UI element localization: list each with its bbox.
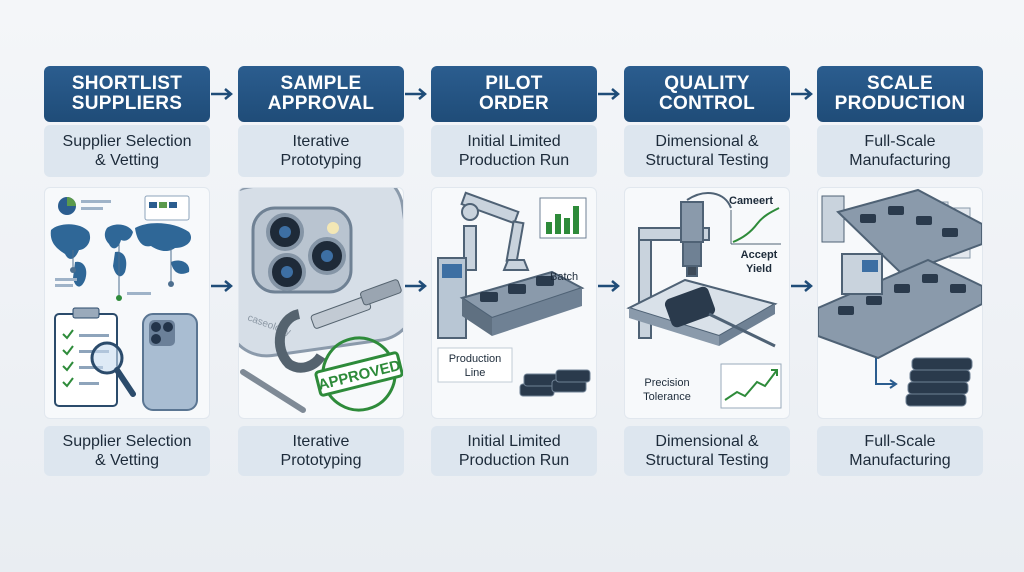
step-sample-approval: SAMPLE APPROVAL Iterative Prototyping bbox=[238, 66, 404, 476]
step-title-line1: SAMPLE bbox=[280, 73, 362, 94]
step-caption: Iterative Prototyping bbox=[238, 426, 404, 476]
step-caption-line1: Iterative bbox=[292, 433, 350, 450]
step-caption-line2: Manufacturing bbox=[849, 452, 951, 469]
step-subtitle-line1: Dimensional & bbox=[655, 133, 759, 150]
step-title-line1: QUALITY bbox=[664, 73, 750, 94]
step-subtitle-line2: & Vetting bbox=[94, 152, 160, 169]
step-caption: Full-Scale Manufacturing bbox=[817, 426, 983, 476]
conveyor-icon bbox=[459, 270, 585, 336]
arrow-right-icon bbox=[598, 280, 620, 292]
step-subtitle: Supplier Selection & Vetting bbox=[44, 125, 210, 177]
step-caption-line1: Initial Limited bbox=[467, 433, 561, 450]
arrow-right-icon bbox=[211, 88, 233, 100]
step-subtitle: Initial Limited Production Run bbox=[431, 125, 597, 177]
accept-label-1: Accept bbox=[741, 249, 778, 261]
step-title: PILOT ORDER bbox=[431, 66, 597, 122]
step-caption-line2: Prototyping bbox=[280, 452, 362, 469]
step-title-line2: CONTROL bbox=[658, 93, 756, 114]
step-quality-control: QUALITY CONTROL Dimensional & Structural… bbox=[624, 66, 790, 476]
arrow-right-icon bbox=[791, 88, 813, 100]
step-title: SCALE PRODUCTION bbox=[817, 66, 983, 122]
step-subtitle: Iterative Prototyping bbox=[238, 125, 404, 177]
step-caption-line1: Dimensional & bbox=[655, 433, 759, 450]
step-title-line2: PRODUCTION bbox=[834, 93, 966, 114]
chart-label: Cameert bbox=[729, 195, 773, 207]
step-caption: Initial Limited Production Run bbox=[431, 426, 597, 476]
production-line-label-1: Production bbox=[449, 353, 502, 365]
step-shortlist-suppliers: SHORTLIST SUPPLIERS Supplier Selection &… bbox=[44, 66, 210, 476]
phone-case-closeup-icon bbox=[239, 188, 403, 358]
production-line-label-2: Line bbox=[465, 367, 486, 379]
step-title: SAMPLE APPROVAL bbox=[238, 66, 404, 122]
phone-case-icon bbox=[142, 313, 198, 411]
test-stage-icon bbox=[626, 278, 778, 348]
bar-chart-icon bbox=[539, 197, 587, 239]
step-title-line2: ORDER bbox=[478, 93, 550, 114]
phone-stack-icon bbox=[905, 357, 973, 407]
step-subtitle-line1: Initial Limited bbox=[467, 133, 561, 150]
step-title-line1: PILOT bbox=[485, 73, 543, 94]
step-subtitle-line1: Full-Scale bbox=[864, 133, 936, 150]
step-caption: Dimensional & Structural Testing bbox=[624, 426, 790, 476]
step-title-line2: SUPPLIERS bbox=[71, 93, 183, 114]
tolerance-label-1: Precision bbox=[644, 377, 689, 389]
step-pilot-order: PILOT ORDER Initial Limited Production R… bbox=[431, 66, 597, 476]
accept-label-2: Yield bbox=[746, 263, 772, 275]
step-caption-line2: Structural Testing bbox=[645, 452, 769, 469]
arrow-right-icon bbox=[211, 280, 233, 292]
arrow-right-icon bbox=[405, 88, 427, 100]
step-title-line1: SCALE bbox=[867, 73, 933, 94]
arrow-right-icon bbox=[791, 280, 813, 292]
clipboard-checklist-icon bbox=[54, 307, 118, 407]
micrometer-icon bbox=[275, 279, 402, 373]
robot-arm-icon bbox=[460, 191, 530, 271]
magnifier-icon bbox=[90, 341, 136, 397]
illustration-prototyping: caseology APPROVED bbox=[238, 187, 404, 419]
world-map-icon bbox=[50, 223, 192, 287]
step-caption-line1: Full-Scale bbox=[864, 433, 936, 450]
step-caption-line1: Supplier Selection bbox=[62, 433, 192, 450]
step-subtitle: Full-Scale Manufacturing bbox=[817, 125, 983, 177]
step-subtitle-line2: Manufacturing bbox=[849, 152, 951, 169]
step-subtitle-line2: Production Run bbox=[458, 152, 570, 169]
step-subtitle-line2: Structural Testing bbox=[645, 152, 769, 169]
step-caption-line2: & Vetting bbox=[94, 452, 160, 469]
phone-stack-icon bbox=[519, 369, 591, 397]
factory-line-icon bbox=[818, 188, 982, 360]
step-subtitle: Dimensional & Structural Testing bbox=[624, 125, 790, 177]
tolerance-label-2: Tolerance bbox=[643, 391, 691, 403]
step-caption: Supplier Selection & Vetting bbox=[44, 426, 210, 476]
step-title-line1: SHORTLIST bbox=[71, 73, 183, 94]
trend-chart-icon bbox=[720, 363, 782, 409]
step-title: QUALITY CONTROL bbox=[624, 66, 790, 122]
illustration-pilot-run: Batch Production Line bbox=[431, 187, 597, 419]
step-caption-line2: Production Run bbox=[458, 452, 570, 469]
step-subtitle-line1: Iterative bbox=[292, 133, 350, 150]
illustration-scale-production bbox=[817, 187, 983, 419]
illustration-quality-control: Cameert Accept Yield Precision Tolerance bbox=[624, 187, 790, 419]
line-chart-icon bbox=[730, 207, 781, 245]
arrow-right-icon bbox=[598, 88, 620, 100]
step-subtitle-line1: Supplier Selection bbox=[62, 133, 192, 150]
step-subtitle-line2: Prototyping bbox=[280, 152, 362, 169]
step-title-line2: APPROVAL bbox=[267, 93, 375, 114]
illustration-suppliers bbox=[44, 187, 210, 419]
batch-label: Batch bbox=[550, 271, 578, 283]
step-title: SHORTLIST SUPPLIERS bbox=[44, 66, 210, 122]
step-scale-production: SCALE PRODUCTION Full-Scale Manufacturin… bbox=[817, 66, 983, 476]
pie-chart-icon bbox=[58, 197, 76, 215]
arrow-right-icon bbox=[405, 280, 427, 292]
